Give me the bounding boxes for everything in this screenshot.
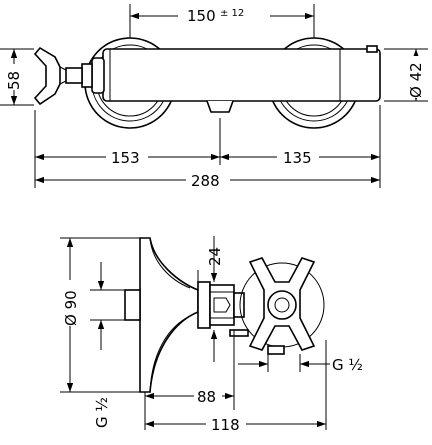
dim-nut: 24: [206, 236, 224, 362]
top-view: 150 ± 12 58 Ø 42 153 135 288: [0, 4, 428, 190]
dim-depth-inner-label: 88: [197, 388, 216, 406]
dim-depth-inner: 88: [145, 387, 234, 406]
dim-split: 153 135: [35, 148, 380, 167]
dim-depth-total-label: 118: [211, 416, 240, 434]
dim-depth-total: 118: [145, 415, 326, 434]
side-view: Ø 90 G ½ 24 G ½ 88 1: [60, 236, 363, 434]
dim-thread-right-label: G ½: [332, 356, 363, 374]
thermostat-body: [102, 48, 381, 102]
dim-thread-bottom-label: G ½: [93, 397, 111, 428]
dim-nut-label: 24: [206, 247, 224, 266]
dim-centers-tolerance: ± 12: [220, 8, 244, 19]
cross-handle-top: [33, 46, 67, 106]
dim-total: 288: [35, 171, 380, 190]
dim-total-label: 288: [191, 172, 220, 190]
dim-centers: 150 ± 12: [130, 6, 314, 25]
dim-thread-bottom: G ½: [93, 262, 111, 428]
dim-flange-label: Ø 90: [62, 290, 80, 326]
flange-profile: [139, 237, 199, 393]
cross-handle-side: [239, 257, 325, 351]
dim-left-label: 153: [111, 149, 140, 167]
dim-diameter-label: Ø 42: [407, 62, 425, 98]
dim-thread-right: G ½: [238, 356, 363, 374]
dim-diameter: Ø 42: [406, 49, 426, 101]
dim-height: 58: [4, 49, 24, 105]
dim-centers-label: 150: [187, 7, 216, 25]
dim-flange: Ø 90: [60, 238, 80, 392]
connection-nut: [197, 281, 235, 329]
dim-right-label: 135: [283, 149, 312, 167]
dim-height-label: 58: [5, 71, 23, 90]
